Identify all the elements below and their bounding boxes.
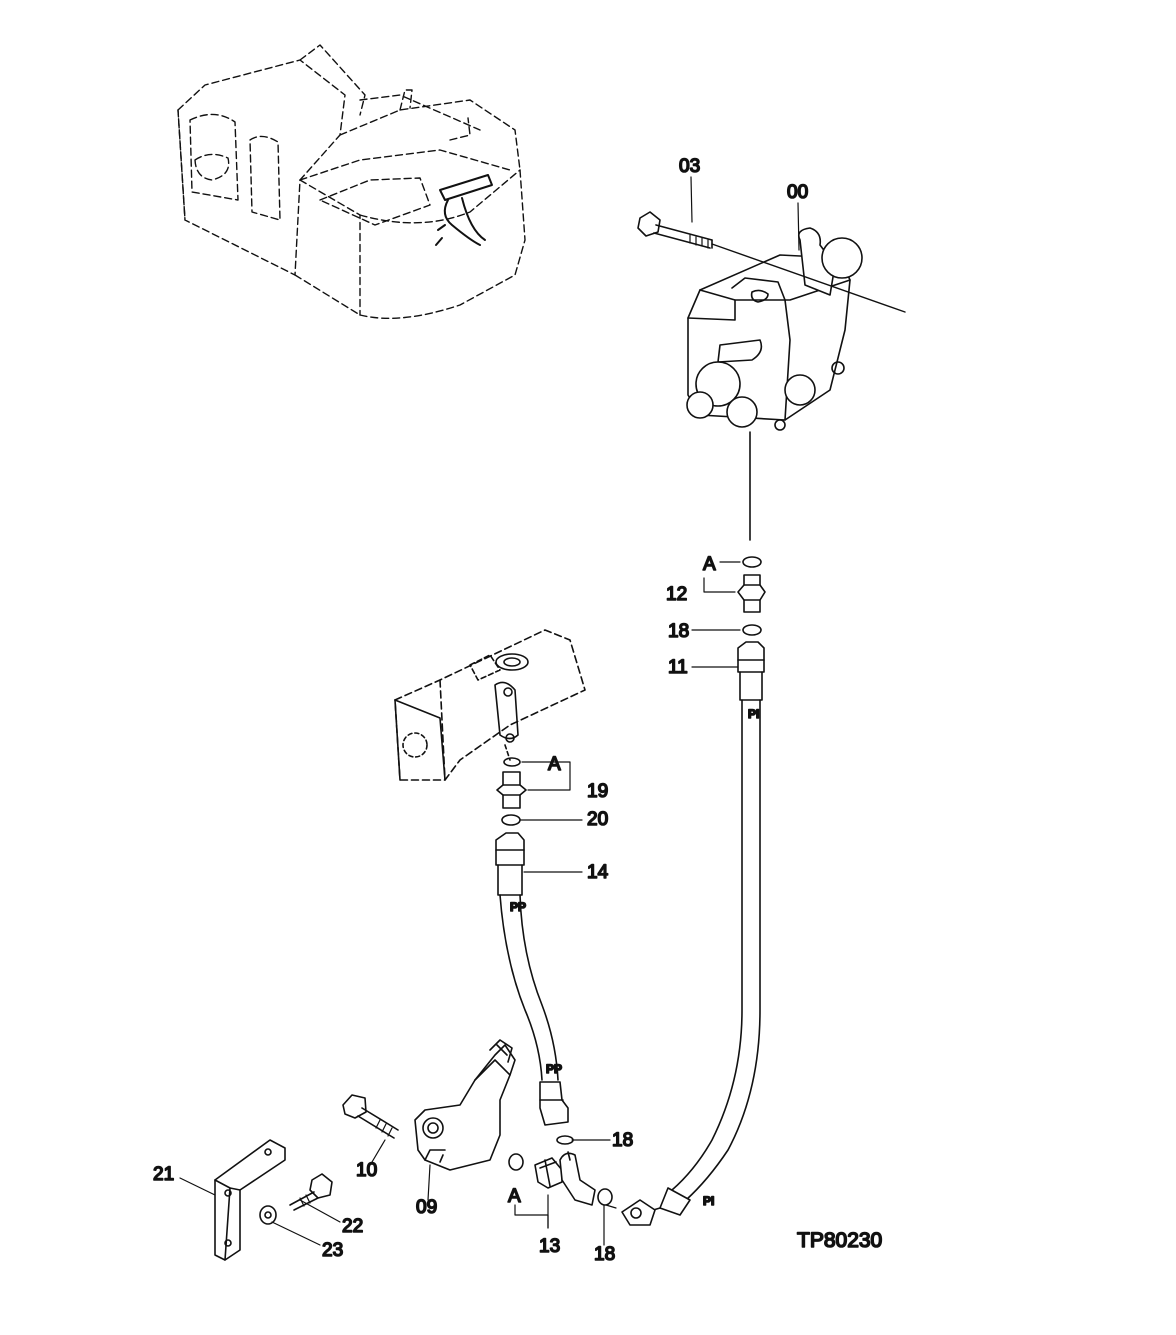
label-13: 13 <box>539 1236 560 1257</box>
o-ring-18-top <box>742 624 762 636</box>
label-20: 20 <box>587 809 608 830</box>
hose-fitting-14 <box>495 832 525 896</box>
label-19: 19 <box>587 781 608 802</box>
label-11: 11 <box>668 657 688 678</box>
label-10: 10 <box>356 1160 377 1181</box>
label-hose-pi-bottom: PI <box>703 1194 714 1208</box>
bolt-03 <box>637 211 906 313</box>
hose-pi <box>621 699 761 1226</box>
tee-fitting-13 <box>534 1151 596 1206</box>
label-hose-pp-bottom: PP <box>546 1062 562 1076</box>
label-21: 21 <box>153 1164 174 1185</box>
valve-assembly-00 <box>686 227 863 541</box>
o-ring-18-bottom <box>597 1188 613 1206</box>
label-00: 00 <box>787 182 808 203</box>
o-ring-20 <box>501 814 521 826</box>
fitting-19 <box>496 757 527 809</box>
label-18-mid: 18 <box>612 1130 633 1151</box>
label-18-bottom: 18 <box>594 1244 615 1265</box>
label-a-top: A <box>703 554 716 575</box>
bracket-21 <box>214 1139 286 1261</box>
drawing-reference: TP80230 <box>797 1229 882 1252</box>
label-a-mid: A <box>548 754 561 775</box>
label-14: 14 <box>587 862 609 883</box>
pump-body <box>394 629 586 781</box>
label-03: 03 <box>679 156 700 177</box>
valve-09 <box>414 1039 516 1171</box>
label-hose-pp-top: PP <box>510 900 526 914</box>
bolt-10 <box>342 1094 399 1139</box>
o-ring-a-bottom <box>508 1153 524 1171</box>
washer-23 <box>259 1205 277 1225</box>
label-hose-pi-top: PI <box>748 707 759 721</box>
label-09: 09 <box>416 1197 437 1218</box>
label-23: 23 <box>322 1240 343 1261</box>
hose-fitting-11 <box>737 641 765 701</box>
o-ring-a-top <box>742 556 762 568</box>
o-ring-18-mid <box>556 1135 574 1145</box>
label-12: 12 <box>666 584 687 605</box>
excavator-locator-sketch <box>177 44 526 320</box>
hose-pp <box>499 894 569 1126</box>
cab-valve-hoses-sketch <box>435 174 493 246</box>
label-a-bottom: A <box>508 1186 521 1207</box>
leader-lines <box>179 176 800 1246</box>
label-18-top: 18 <box>668 621 689 642</box>
fitting-12 <box>737 574 766 613</box>
bolt-22 <box>289 1173 333 1211</box>
label-22: 22 <box>342 1216 363 1237</box>
